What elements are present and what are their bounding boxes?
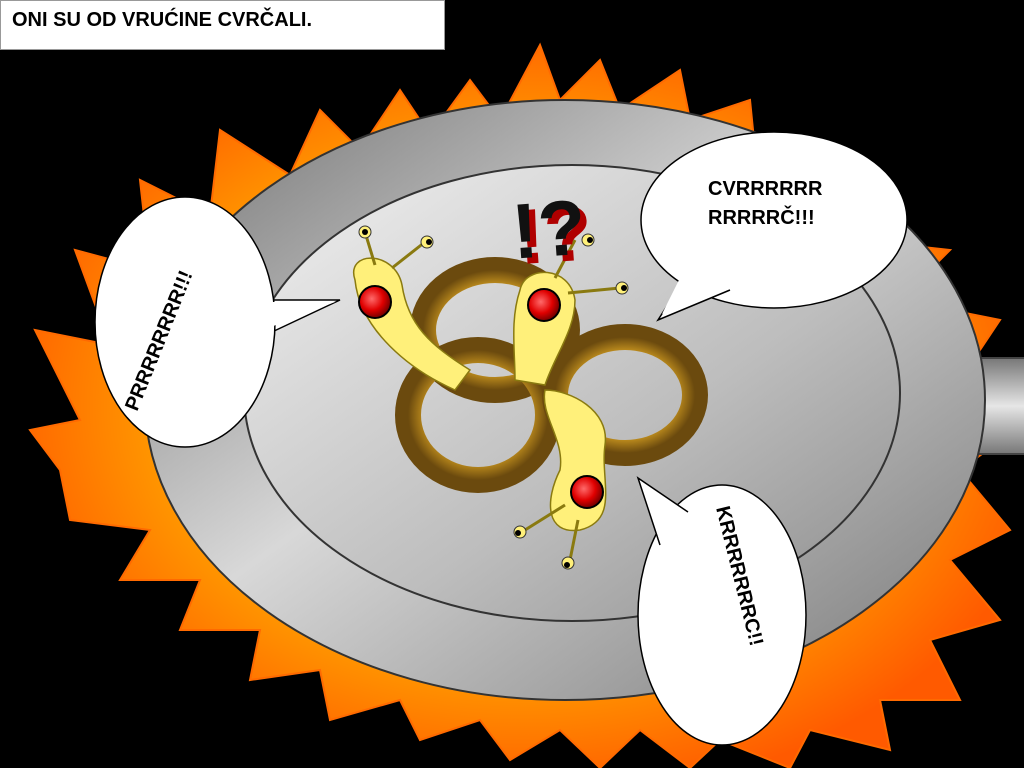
snail-eye: [358, 285, 392, 319]
snail-eye: [527, 288, 561, 322]
snail-eye: [570, 475, 604, 509]
bubble-top-right-line1: CVRRRRRR: [708, 178, 823, 200]
exclamation-mark: !?: [509, 183, 589, 276]
caption-box: ONI SU OD VRUĆINE CVRČALI.: [0, 0, 445, 50]
snail-middle: [513, 233, 629, 386]
caption-text: ONI SU OD VRUĆINE CVRČALI.: [12, 9, 313, 31]
speech-bubble-top-right: CVRRRRRR RRRRRČ!!!: [640, 131, 908, 322]
bubble-top-right-line2: RRRRRČ!!!: [708, 205, 815, 229]
snail-bottom: [513, 389, 607, 570]
snail-left: [352, 225, 472, 391]
speech-bubble-left: PRRRRRRRR!!!: [94, 196, 341, 448]
speech-bubble-bottom-right: KRRRRRRRC!!: [636, 476, 807, 746]
exclamation-shadow: !?: [515, 188, 595, 281]
